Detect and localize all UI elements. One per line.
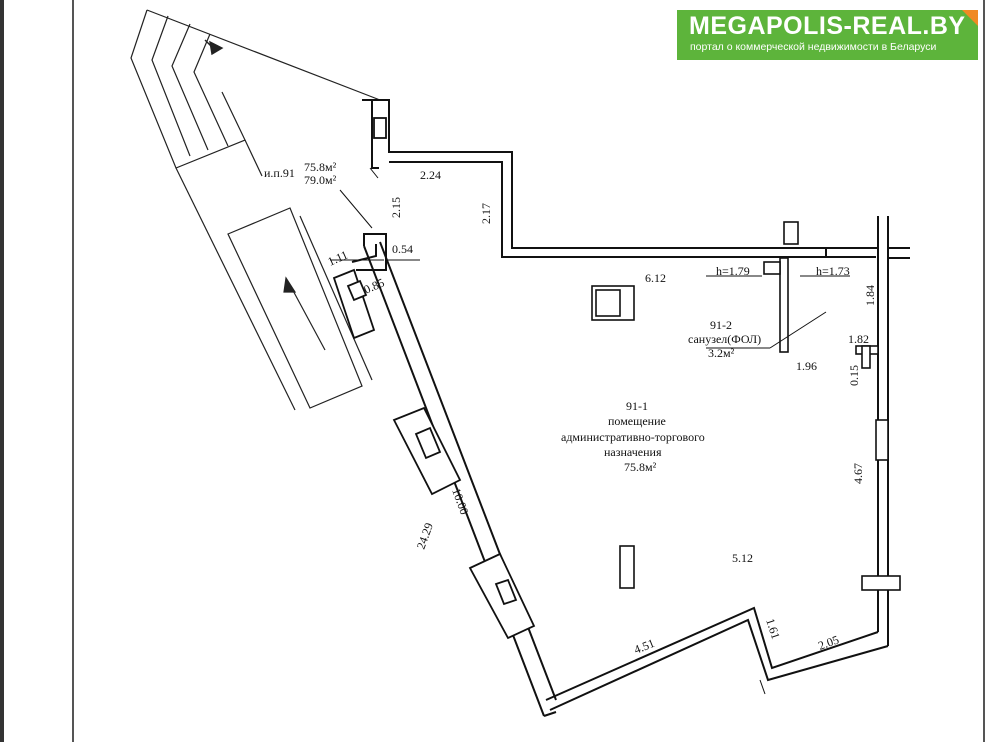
page-border-left-inner [72,0,74,742]
dim-2-15: 2.15 [389,197,403,218]
dim-1-82: 1.82 [848,332,869,346]
dim-5-12: 5.12 [732,551,753,565]
dim-1-84: 1.84 [863,285,877,306]
dim-10-00: 10.00 [449,486,471,516]
ramp [227,207,373,409]
dim-2-17: 2.17 [479,203,493,224]
logo-background [677,10,978,60]
unit-area-1: 75.8м² [304,160,337,174]
wc-area: 3.2м² [708,346,735,360]
dim-24-29: 24.29 [414,521,436,551]
fixtures [591,221,901,591]
wc-name: санузел(ФОЛ) [688,332,761,346]
unit-label: и.п.91 [264,166,295,180]
wc-number: 91-2 [710,318,732,332]
room-line-3: назначения [604,445,662,459]
room-number: 91-1 [626,399,648,413]
unit-area-2: 79.0м² [304,173,337,187]
site-logo[interactable]: MEGAPOLIS-REAL.BY портал о коммерческой … [677,10,978,60]
leader-lines [330,167,850,695]
room-line-2: административно-торгового [561,430,705,444]
dim-2-24: 2.24 [420,168,441,182]
stair-arrow-icon [204,39,224,56]
ramp-arrow-icon [283,276,326,351]
page-border-right [983,0,985,742]
height-2: h=1.73 [816,264,850,278]
logo-subtitle: портал о коммерческой недвижимости в Бел… [690,41,937,53]
dim-6-12: 6.12 [645,271,666,285]
height-1: h=1.79 [716,264,750,278]
radiator [861,575,901,591]
dim-0-54: 0.54 [392,242,413,256]
page-border-left [0,0,4,742]
dim-2-05: 2.05 [816,632,841,652]
dim-4-67: 4.67 [851,463,865,484]
dim-1-11: 1.11 [326,248,350,269]
room-line-1: помещение [608,414,666,428]
dim-0-15: 0.15 [847,365,861,386]
column [619,545,635,589]
room-area: 75.8м² [624,460,657,474]
dim-1-96: 1.96 [796,359,817,373]
dim-1-61: 1.61 [763,617,783,641]
logo-title: MEGAPOLIS-REAL.BY [689,12,966,40]
logo-corner-icon [962,10,978,26]
windows [332,117,536,640]
staircase [130,9,381,411]
